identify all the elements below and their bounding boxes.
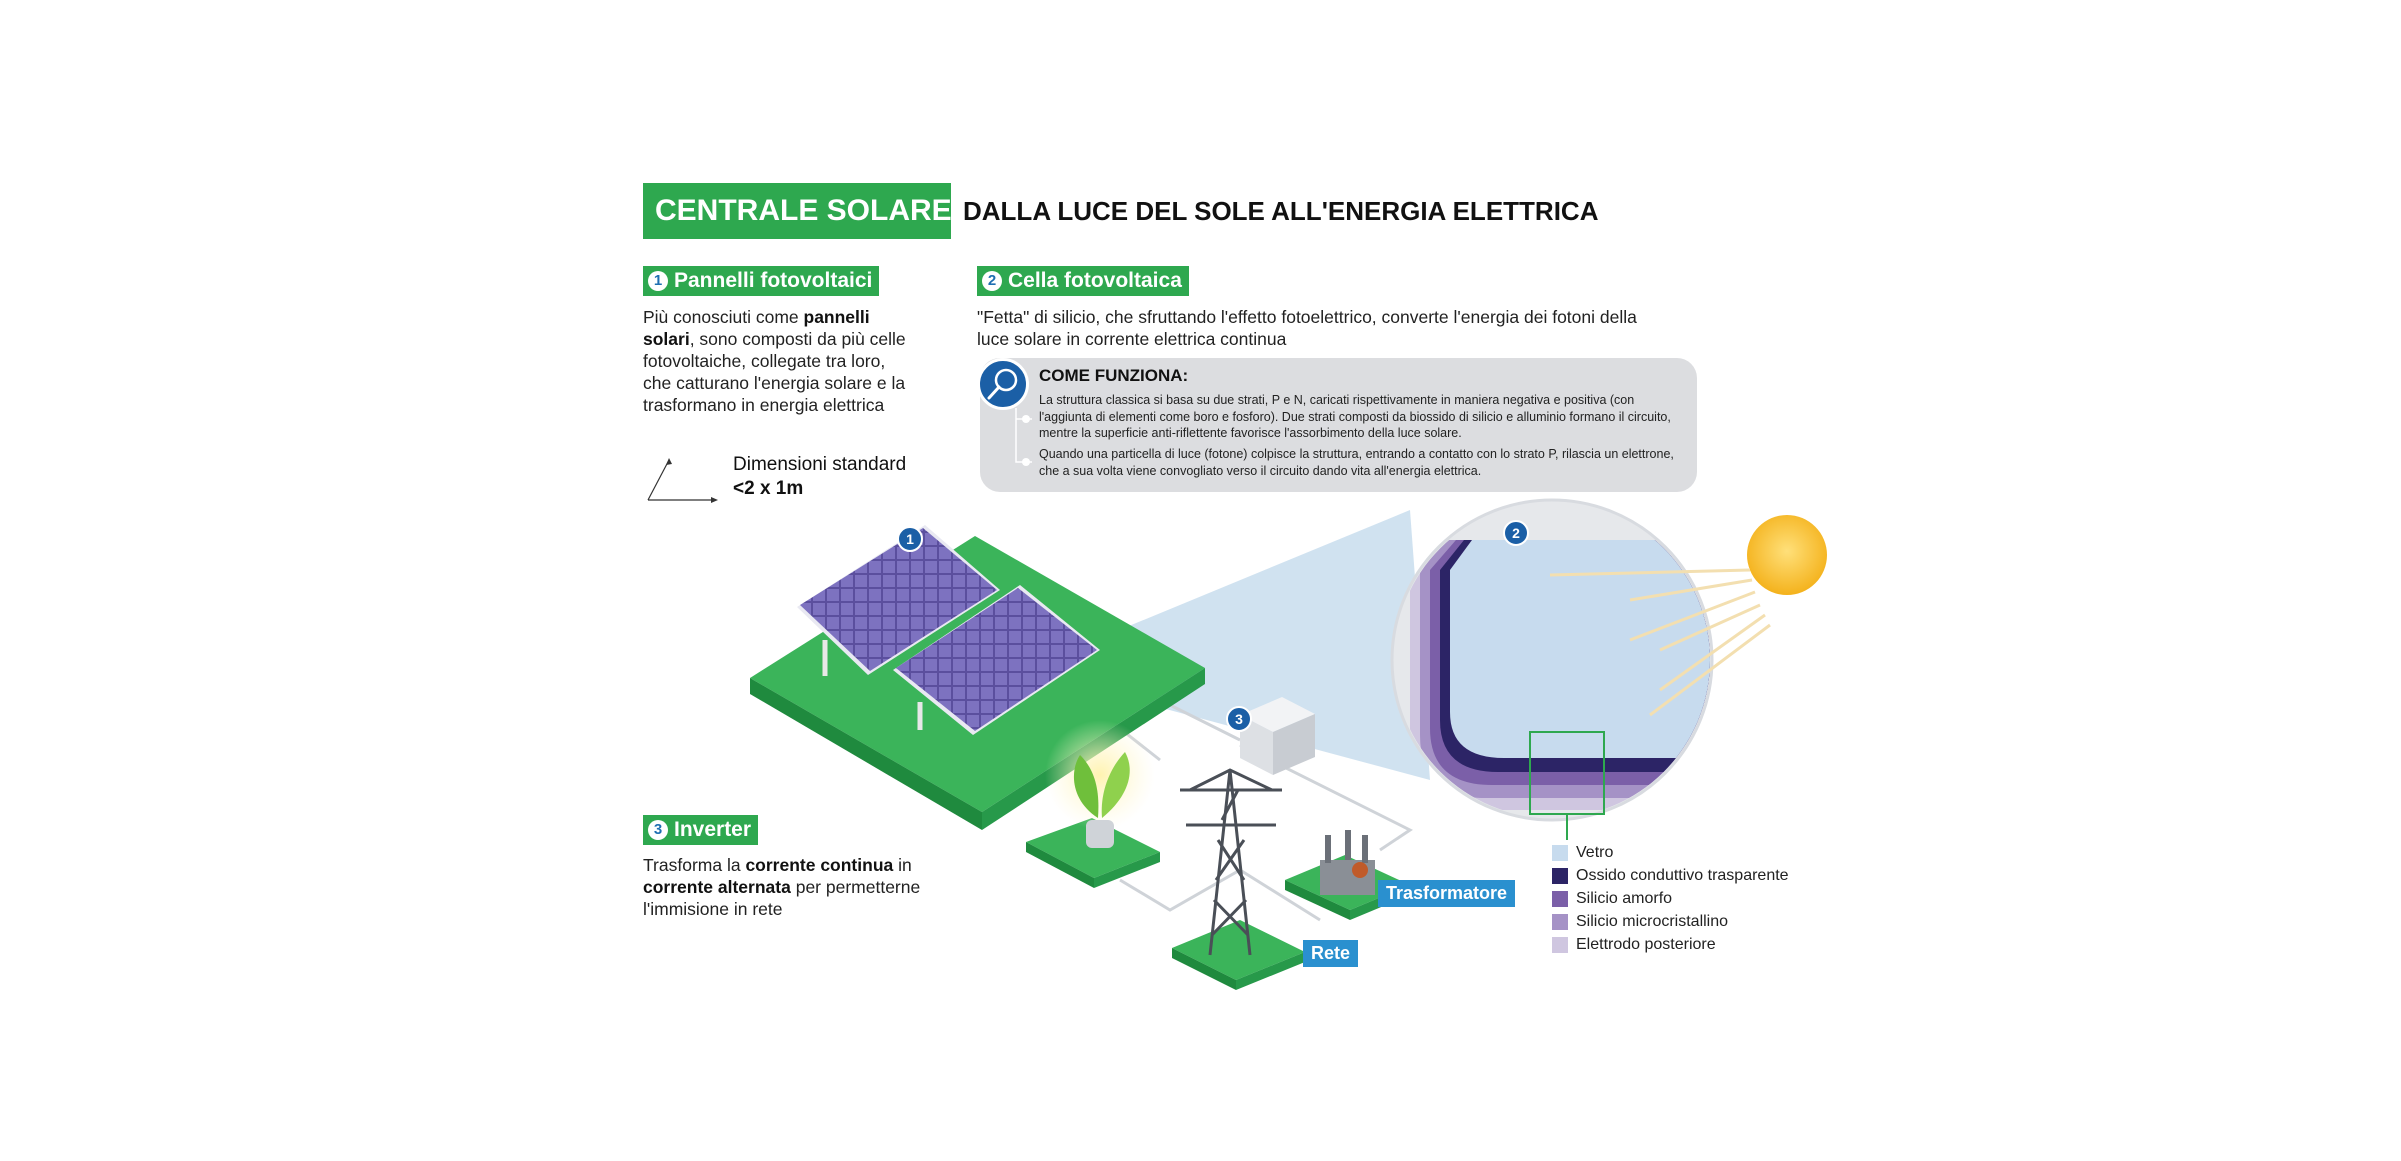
dimension-value: <2 x 1m: [733, 478, 804, 499]
how-it-works-box: [980, 358, 1697, 492]
text-bold: corrente alternata: [643, 877, 791, 897]
how-it-works-title: COME FUNZIONA:: [1039, 366, 1189, 385]
power-tower-icon: [1180, 768, 1282, 956]
section-number-1: 1: [648, 271, 668, 291]
section-pannelli-text: Più conosciuti come pannelli solari, son…: [643, 306, 913, 416]
bullet-connector: [1015, 408, 1032, 466]
transformer-icon: [1320, 860, 1375, 895]
magnifier-icon: [977, 358, 1029, 410]
how-it-works-paragraph-1: La struttura classica si basa su due str…: [1039, 393, 1671, 440]
legend-label: Ossido conduttivo trasparente: [1576, 867, 1789, 884]
sun-icon: [1747, 515, 1827, 595]
section-inverter-title: Inverter: [674, 818, 752, 841]
page-subtitle: DALLA LUCE DEL SOLE ALL'ENERGIA ELETTRIC…: [963, 196, 1599, 226]
tower-island: [1172, 768, 1305, 990]
section-cella-title: Cella fotovoltaica: [1008, 269, 1182, 292]
dimension-arrow-icon: [647, 458, 718, 503]
section-number-3: 3: [648, 820, 668, 840]
legend-label: Silicio microcristallino: [1576, 913, 1729, 930]
legend-item: Silicio amorfo: [1552, 888, 1672, 910]
legend-label: Elettrodo posteriore: [1576, 936, 1716, 953]
legend-item: Vetro: [1552, 842, 1613, 864]
legend-label: Vetro: [1576, 844, 1614, 861]
legend-swatch: [1552, 914, 1568, 930]
section-cella-text: "Fetta" di silicio, che sfruttando l'eff…: [977, 307, 1637, 349]
light-rays: [1549, 568, 1771, 717]
text-part: , sono composti da più celle fotovoltaic…: [643, 329, 906, 415]
legend-item: Silicio microcristallino: [1552, 911, 1728, 933]
how-it-works-paragraph-2: Quando una particella di luce (fotone) c…: [1039, 447, 1674, 478]
text-part: in: [893, 855, 912, 875]
page-title: CENTRALE SOLARE: [643, 183, 952, 239]
legend-swatch: [1552, 937, 1568, 953]
section-inverter-header: 3 Inverter: [643, 815, 759, 845]
badge-3: 3: [1226, 706, 1252, 732]
section-pannelli-title: Pannelli fotovoltaici: [674, 269, 873, 292]
text-bold: pannelli solari: [643, 307, 870, 349]
section-number-2: 2: [982, 271, 1002, 291]
rete-label: Rete: [1303, 940, 1359, 967]
text-bold: corrente continua: [745, 855, 894, 875]
solar-panel-array: [797, 525, 1100, 735]
section-pannelli-header: 1 Pannelli fotovoltaici: [643, 266, 880, 296]
text-part: per permetterne l'immisione in rete: [643, 877, 921, 919]
badge-1: 1: [897, 526, 923, 552]
legend-label: Silicio amorfo: [1576, 890, 1673, 907]
zoom-cone: [1095, 510, 1430, 780]
text-part: Trasforma la: [643, 855, 746, 875]
legend-item: Elettrodo posteriore: [1552, 934, 1716, 956]
legend-swatch: [1552, 845, 1568, 861]
badge-2: 2: [1503, 520, 1529, 546]
section-inverter-text: Trasforma la corrente continua in corren…: [643, 854, 983, 920]
section-cella-header: 2 Cella fotovoltaica: [977, 266, 1189, 296]
bulb-island: [1026, 720, 1160, 888]
legend-item: Ossido conduttivo trasparente: [1552, 865, 1789, 887]
legend-swatch: [1552, 868, 1568, 884]
trasformatore-label: Trasformatore: [1378, 880, 1516, 907]
legend-swatch: [1552, 891, 1568, 907]
dimension-label: Dimensioni standard: [733, 454, 907, 475]
inverter-box: [1240, 697, 1315, 775]
text-part: Più conosciuti come: [643, 307, 804, 327]
